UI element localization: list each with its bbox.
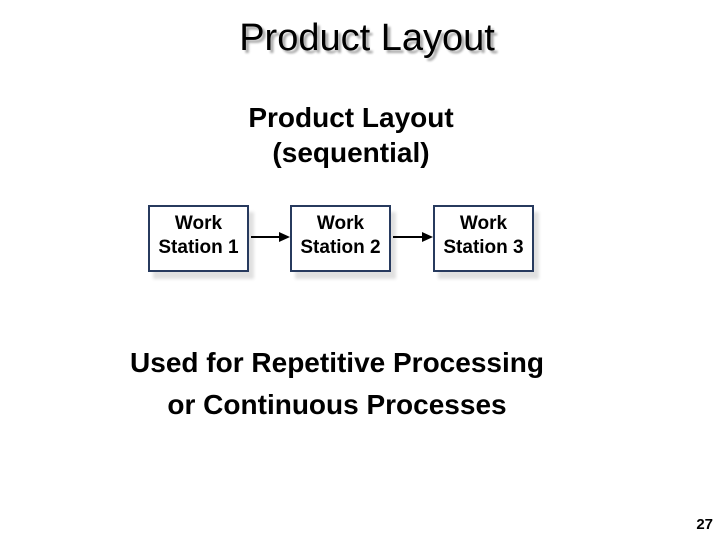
work-station-3-box: Work Station 3 — [433, 205, 534, 272]
flow-arrow-2-line — [393, 236, 424, 238]
page-number: 27 — [696, 516, 713, 533]
work-station-1-box: Work Station 1 — [148, 205, 249, 272]
flow-arrow-1-line — [251, 236, 281, 238]
work-station-2-label-line1: Work — [316, 213, 365, 234]
slide-subtitle: Product Layout (sequential) — [0, 100, 702, 170]
work-station-3-label-line1: Work — [459, 213, 508, 234]
work-station-1-label-line2: Station 1 — [158, 237, 239, 258]
body-text-line-2: or Continuous Processes — [167, 389, 507, 420]
work-station-1-label-line1: Work — [174, 213, 223, 234]
flow-arrow-1-head-icon — [279, 231, 290, 242]
slide-body-text: Used for Repetitive Processing or Contin… — [0, 342, 674, 426]
sequential-flow-diagram: Work Station 1 Work Station 2 Work Stati… — [148, 205, 534, 272]
subtitle-line-1: Product Layout — [248, 102, 454, 133]
subtitle-line-2: (sequential) — [272, 137, 430, 168]
body-text-line-1: Used for Repetitive Processing — [130, 347, 544, 378]
flow-arrow-2-head-icon — [422, 231, 433, 242]
work-station-2-box: Work Station 2 — [290, 205, 391, 272]
slide-title: Product Layout — [239, 17, 495, 59]
work-station-2-label-line2: Station 2 — [300, 237, 381, 258]
work-station-3-label-line2: Station 3 — [443, 237, 524, 258]
